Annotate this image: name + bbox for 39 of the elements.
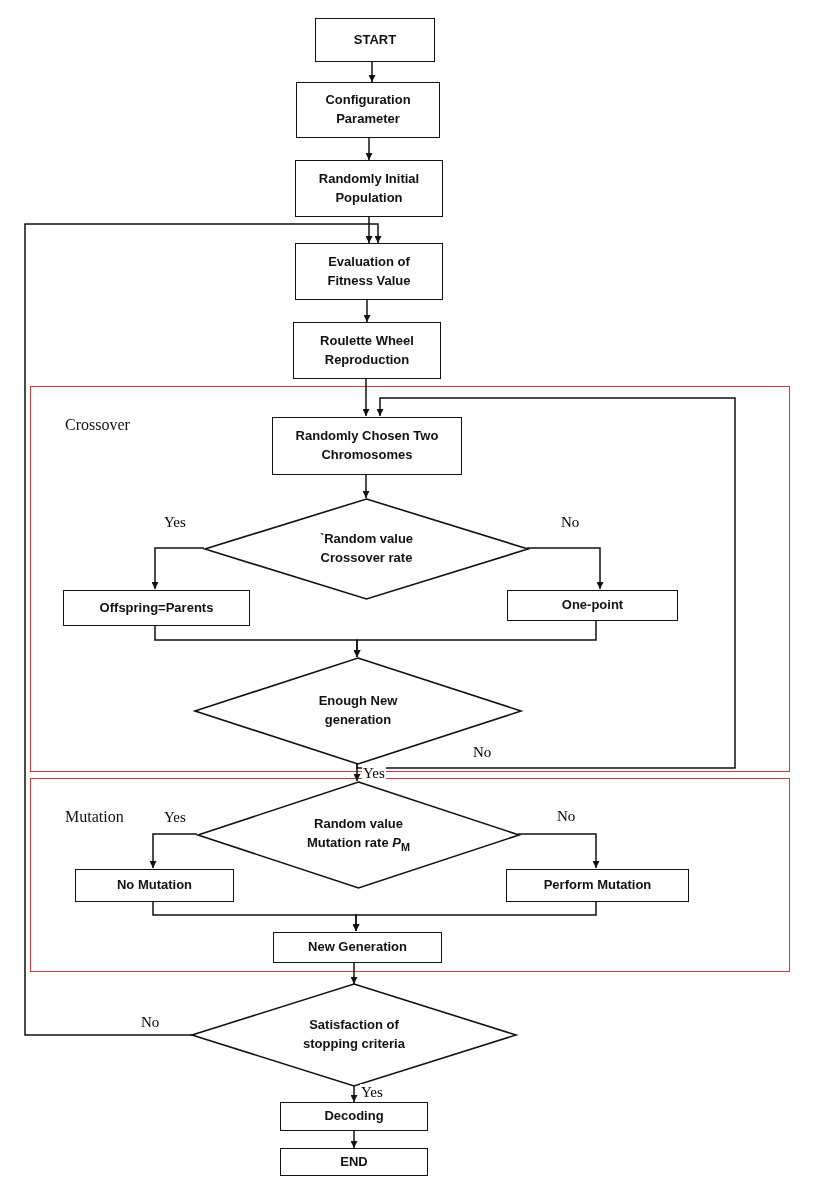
arrow	[350, 961, 358, 985]
process-box: Evaluation of Fitness Value	[295, 243, 443, 300]
arrow	[362, 378, 370, 417]
arrow	[352, 900, 597, 932]
arrow	[517, 833, 600, 869]
process-box: Randomly Chosen Two Chromosomes	[272, 417, 462, 475]
process-box: Perform Mutation	[506, 869, 689, 902]
process-box: Randomly Initial Population	[295, 160, 443, 217]
process-box: START	[315, 18, 435, 62]
process-box: Configuration Parameter	[296, 82, 440, 138]
arrow	[350, 1085, 358, 1103]
arrow	[368, 61, 376, 83]
process-box: New Generation	[273, 932, 442, 963]
section-heading: Mutation	[65, 807, 124, 827]
process-box: No Mutation	[75, 869, 234, 902]
decision-text: Enough New generation	[317, 692, 399, 729]
process-box: Offspring=Parents	[63, 590, 250, 626]
arrow	[151, 547, 205, 590]
arrow	[363, 299, 371, 323]
arrow	[24, 223, 382, 1036]
section-panel	[30, 778, 790, 972]
process-box: One-point	[507, 590, 678, 621]
arrow	[350, 1130, 358, 1149]
arrow	[365, 137, 373, 161]
process-box: Roulette Wheel Reproduction	[293, 322, 441, 379]
edge-label: Yes	[362, 765, 386, 782]
arrow	[356, 397, 736, 769]
arrow	[365, 216, 373, 244]
decision-text: `Random value Crossover rate	[318, 530, 415, 567]
decision-text: Satisfaction of stopping criteria	[302, 1016, 406, 1053]
arrow	[353, 619, 597, 658]
arrow	[149, 833, 198, 869]
decision-text: Random value Mutation rate P$_{M}$	[306, 814, 411, 855]
arrow	[362, 473, 370, 499]
process-box: Decoding	[280, 1102, 428, 1131]
arrow	[526, 547, 604, 590]
arrow	[353, 762, 361, 782]
process-box: END	[280, 1148, 428, 1176]
section-heading: Crossover	[65, 415, 130, 435]
